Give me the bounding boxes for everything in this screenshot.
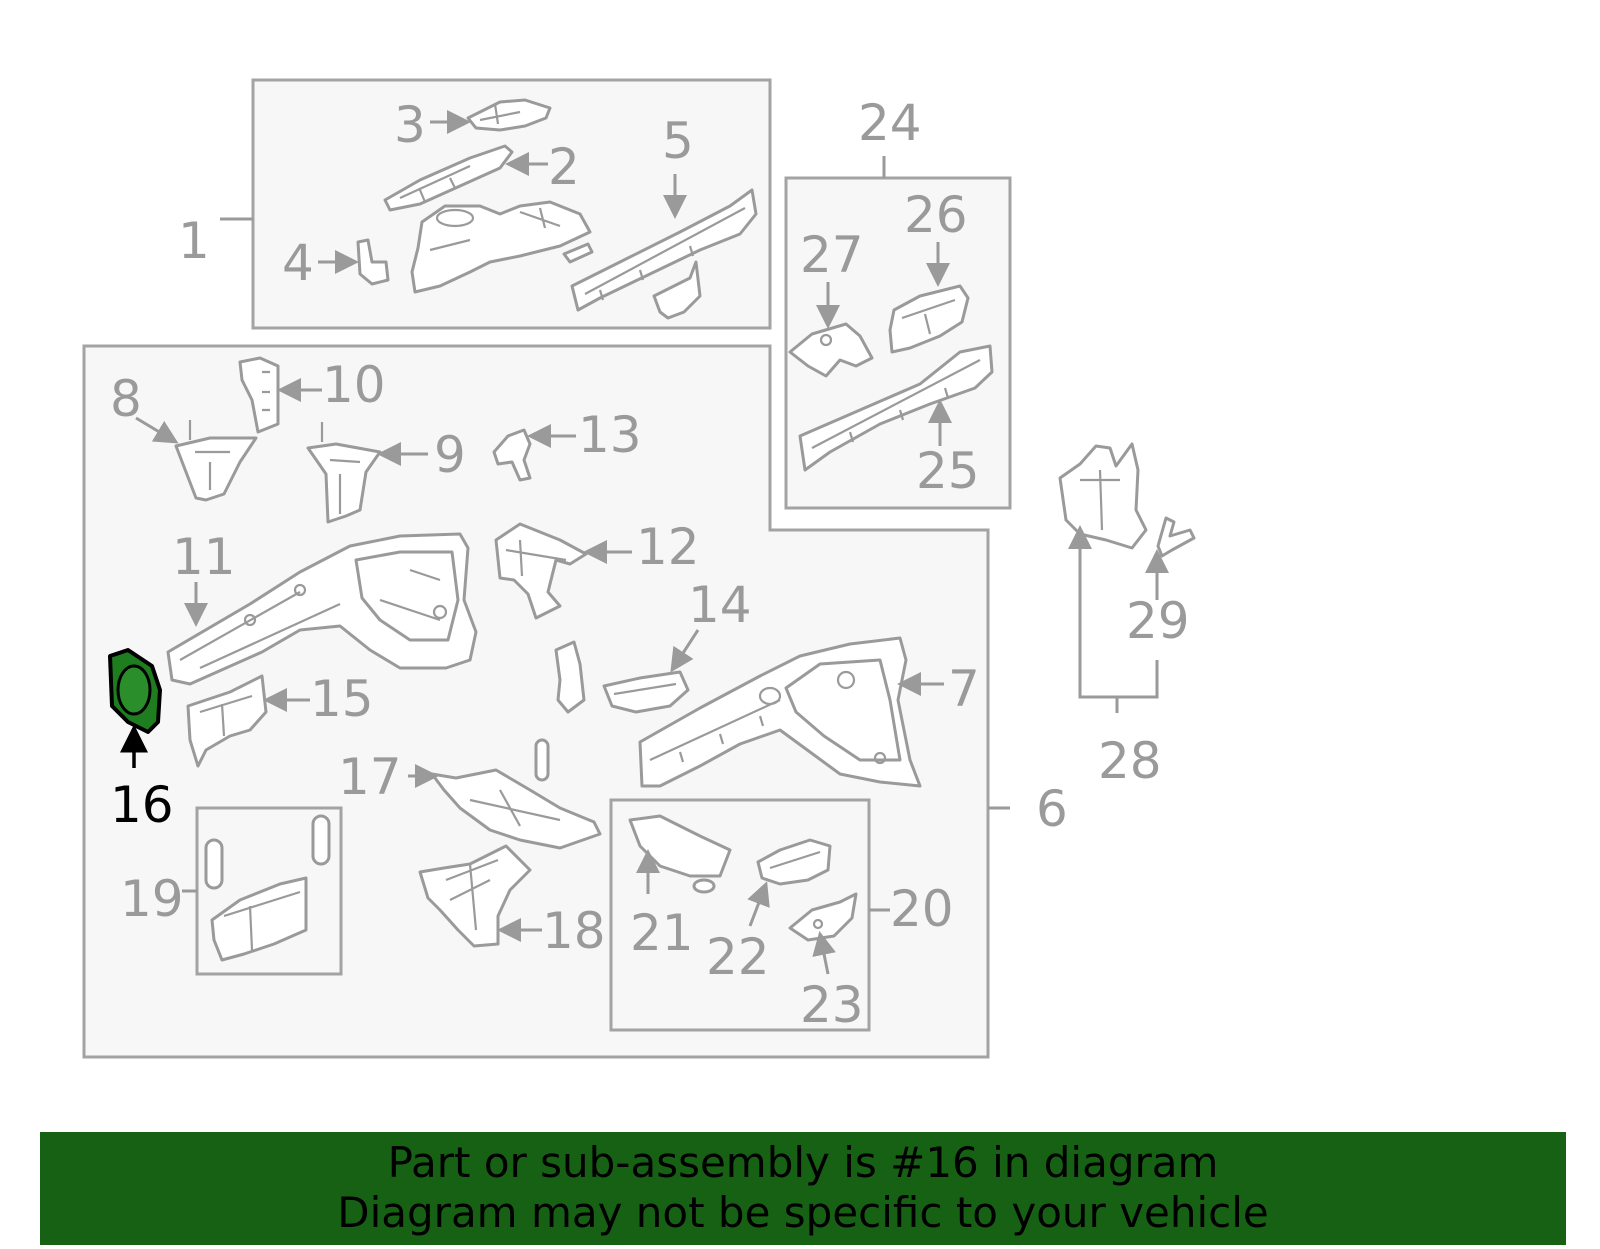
- part-4-drawing: [356, 238, 390, 286]
- callout-17: 17: [338, 748, 402, 806]
- part-23-drawing: [788, 892, 858, 942]
- part-10-drawing: [238, 356, 280, 434]
- callout-10: 10: [322, 356, 386, 414]
- callout-7: 7: [948, 660, 980, 718]
- part-17-drawing: [430, 738, 602, 850]
- part-29-drawing: [1156, 516, 1196, 558]
- callout-2: 2: [548, 138, 580, 196]
- part-9-drawing: [306, 422, 382, 524]
- part-15-drawing: [186, 674, 268, 768]
- part-12-drawing: [494, 522, 588, 620]
- callout-1: 1: [178, 212, 210, 270]
- callout-11: 11: [172, 528, 236, 586]
- callout-19: 19: [120, 870, 184, 928]
- callout-15: 15: [310, 670, 374, 728]
- callout-12: 12: [636, 518, 700, 576]
- part-26-drawing: [888, 284, 970, 354]
- part-25-drawing: [798, 344, 994, 472]
- part-11-drawing: [166, 532, 478, 686]
- callout-20: 20: [890, 880, 954, 938]
- callout-21: 21: [630, 904, 694, 962]
- callout-5: 5: [662, 112, 694, 170]
- part-14-drawing: [554, 640, 690, 714]
- callout-26: 26: [904, 186, 968, 244]
- callout-16: 16: [110, 776, 174, 834]
- callout-13: 13: [578, 406, 642, 464]
- part-19-drawing: [204, 814, 331, 962]
- part-28-drawing: [1058, 442, 1148, 550]
- callout-4: 4: [282, 234, 314, 292]
- callout-6: 6: [1036, 780, 1068, 838]
- part-7-drawing: [638, 636, 922, 788]
- banner-line-1: Part or sub-assembly is #16 in diagram: [387, 1138, 1219, 1187]
- part-22-drawing: [756, 838, 832, 886]
- part-1-drawing: [410, 200, 594, 294]
- callout-27: 27: [800, 226, 864, 284]
- callout-23: 23: [800, 976, 864, 1034]
- callout-18: 18: [542, 902, 606, 960]
- callout-28: 28: [1098, 732, 1162, 790]
- callout-8: 8: [110, 370, 142, 428]
- banner-line-2: Diagram may not be specific to your vehi…: [337, 1188, 1269, 1237]
- part-3-drawing: [466, 98, 552, 132]
- callout-25: 25: [916, 442, 980, 500]
- callout-3: 3: [394, 96, 426, 154]
- part-16-drawing: [108, 648, 162, 734]
- part-8-drawing: [174, 420, 258, 502]
- part-5-drawing: [570, 188, 758, 320]
- callout-22: 22: [706, 928, 770, 986]
- callout-29: 29: [1126, 592, 1190, 650]
- info-banner: Part or sub-assembly is #16 in diagram D…: [40, 1132, 1566, 1245]
- callout-24: 24: [858, 94, 922, 152]
- part-13-drawing: [492, 428, 532, 482]
- part-27-drawing: [788, 322, 874, 378]
- callout-14: 14: [688, 576, 752, 634]
- callout-9: 9: [434, 426, 466, 484]
- part-18-drawing: [418, 844, 532, 948]
